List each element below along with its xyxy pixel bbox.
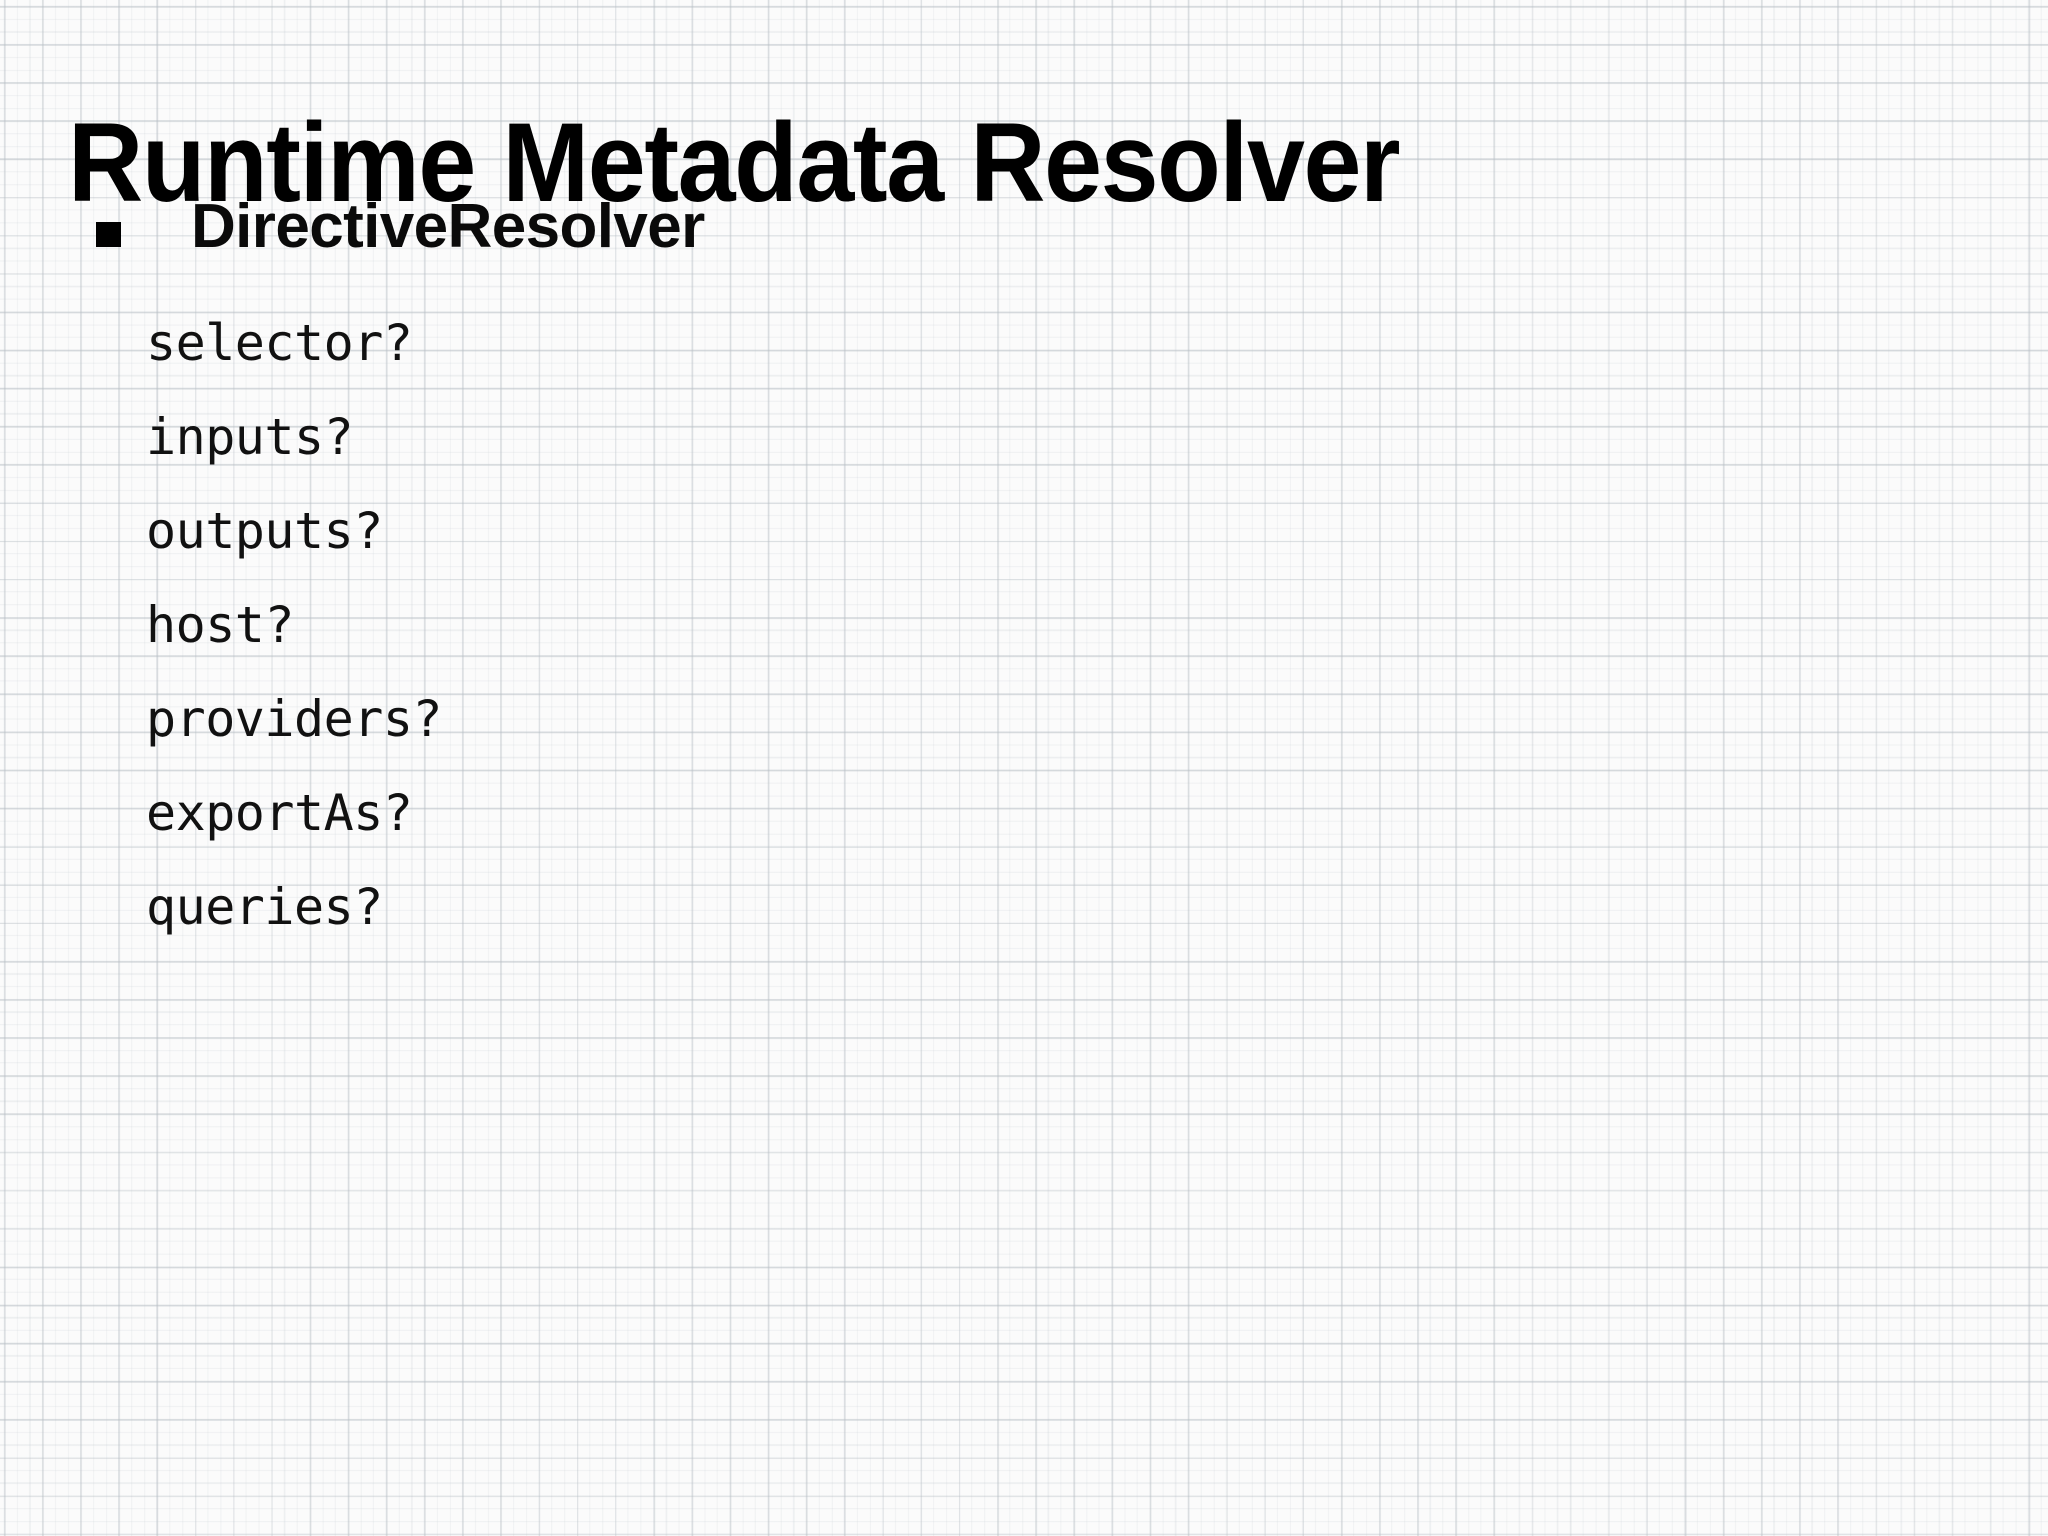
list-item: selector?	[146, 314, 413, 372]
page-title: Runtime Metadata Resolver	[68, 100, 1401, 226]
list-item: queries?	[146, 878, 383, 936]
content-column-left: DirectiveResolver selector? inputs? outp…	[96, 196, 705, 954]
list-item: host?	[146, 596, 295, 654]
square-bullet-icon	[96, 222, 121, 247]
list-item: exportAs?	[146, 784, 413, 842]
bullet-group-directive-resolver[interactable]: DirectiveResolver	[96, 196, 705, 258]
content-column-right: ViewResolver templateUrl? template? dire…	[1004, 0, 2048, 1536]
list-item: outputs?	[146, 502, 383, 560]
list-item: providers?	[146, 690, 443, 748]
group-heading-directive-resolver: DirectiveResolver	[191, 192, 705, 261]
property-list-directive-resolver: selector? inputs? outputs? host? provide…	[146, 296, 443, 954]
list-item: inputs?	[146, 408, 354, 466]
